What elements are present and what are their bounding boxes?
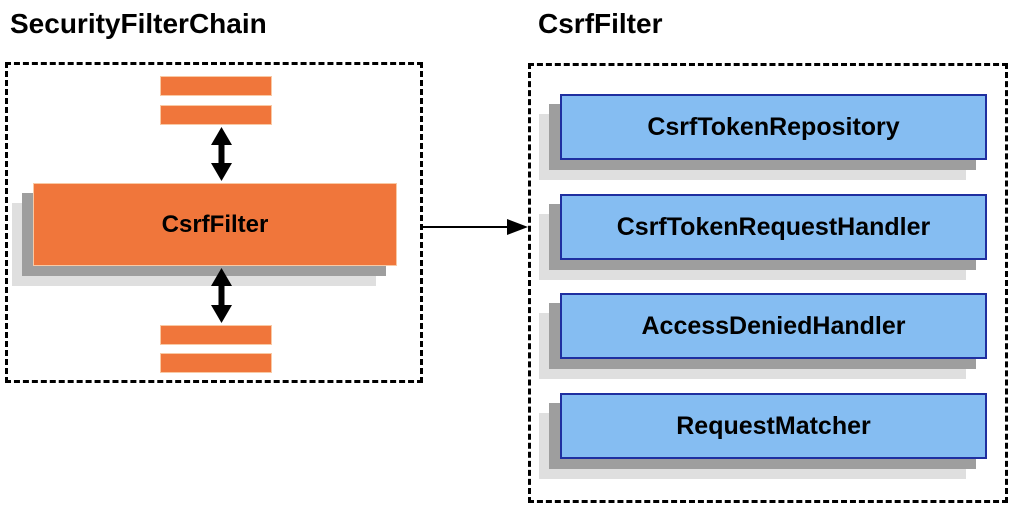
security-filter-chain-container: CsrfFilter: [5, 62, 423, 383]
csrf-filter-group-title: CsrfFilter: [538, 8, 663, 39]
component-box-access-denied-handler: AccessDeniedHandler: [560, 293, 987, 359]
flow-arrow-icon: [423, 217, 528, 237]
component-label: RequestMatcher: [676, 411, 871, 440]
bidirectional-arrow-icon: [208, 268, 235, 323]
component-label: CsrfTokenRepository: [647, 112, 900, 141]
placeholder-filter-bar: [160, 325, 272, 345]
placeholder-filter-bar: [160, 353, 272, 373]
placeholder-filter-bar: [160, 105, 272, 125]
csrf-filter-components-container: CsrfTokenRepository CsrfTokenRequestHand…: [528, 63, 1008, 503]
component-box-request-matcher: RequestMatcher: [560, 393, 987, 459]
security-filter-chain-title: SecurityFilterChain: [10, 8, 267, 39]
placeholder-filter-bar: [160, 76, 272, 96]
component-label: AccessDeniedHandler: [641, 311, 906, 340]
component-box-csrf-token-request-handler: CsrfTokenRequestHandler: [560, 194, 987, 260]
bidirectional-arrow-icon: [208, 127, 235, 181]
component-box-csrf-token-repository: CsrfTokenRepository: [560, 94, 987, 160]
csrf-filter-box-label: CsrfFilter: [161, 210, 269, 238]
csrf-filter-box: CsrfFilter: [33, 183, 397, 266]
component-label: CsrfTokenRequestHandler: [616, 212, 931, 241]
